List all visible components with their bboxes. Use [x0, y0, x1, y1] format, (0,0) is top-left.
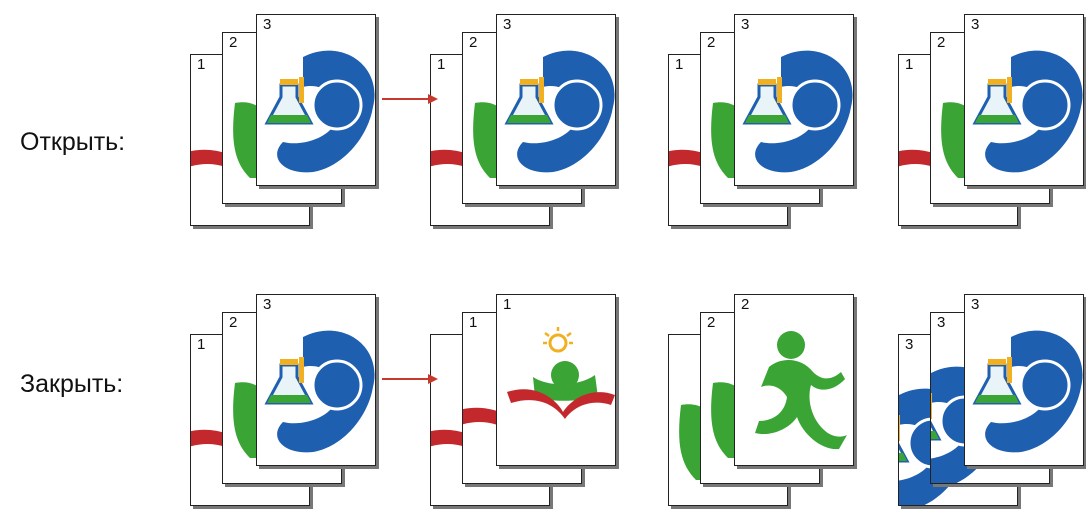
open-stack-1: 1 2 3	[190, 14, 390, 234]
open-stack-3: 1 2 3	[668, 14, 868, 234]
open-stack-3-page-3: 3	[734, 14, 854, 186]
page-number: 2	[229, 34, 238, 51]
page-number: 2	[707, 34, 716, 51]
close-row-label: Закрыть:	[20, 370, 124, 398]
page-number: 3	[263, 296, 272, 313]
flask-logo-icon	[503, 37, 615, 177]
page-number: 3	[971, 16, 980, 33]
page-number: 3	[971, 296, 980, 313]
page-number: 3	[503, 16, 512, 33]
open-stack-4-page-3: 3	[964, 14, 1084, 186]
page-number: 2	[937, 34, 946, 51]
open-stack-2-page-3: 3	[496, 14, 616, 186]
page-number: 1	[905, 56, 914, 73]
page-number: 3	[263, 16, 272, 33]
flask-logo-icon	[971, 317, 1083, 457]
page-number: 3	[937, 314, 946, 331]
page-number: 2	[707, 314, 716, 331]
flask-logo-icon	[263, 37, 375, 177]
runner-logo-icon	[741, 317, 853, 457]
page-number: 1	[197, 56, 206, 73]
page-number: 3	[905, 336, 914, 353]
page-number: 3	[741, 16, 750, 33]
flask-logo-icon	[741, 37, 853, 177]
flask-logo-icon	[971, 37, 1083, 177]
page-number: 1	[503, 296, 512, 313]
page-number: 1	[675, 56, 684, 73]
close-stack-1-page-3: 3	[256, 294, 376, 466]
page-number: 1	[197, 336, 206, 353]
close-stack-4-page-3: 3	[964, 294, 1084, 466]
open-row-label: Открыть:	[20, 128, 126, 156]
close-stack-4: 3 3 3	[898, 294, 1086, 514]
close-stack-2-page-3: 1	[496, 294, 616, 466]
open-stack-4: 1 2 3	[898, 14, 1086, 234]
page-number: 2	[229, 314, 238, 331]
page-number: 1	[469, 314, 478, 331]
page-number: 2	[469, 34, 478, 51]
reader-logo-icon	[503, 317, 615, 457]
close-stack-3-page-3: 2	[734, 294, 854, 466]
flask-logo-icon	[263, 317, 375, 457]
close-stack-1: 1 2 3	[190, 294, 390, 514]
page-number: 2	[741, 296, 750, 313]
open-arrow	[382, 94, 438, 104]
close-arrow	[382, 374, 438, 384]
page-number: 1	[437, 56, 446, 73]
open-stack-1-page-3: 3	[256, 14, 376, 186]
open-stack-2: 1 2 3	[430, 14, 630, 234]
